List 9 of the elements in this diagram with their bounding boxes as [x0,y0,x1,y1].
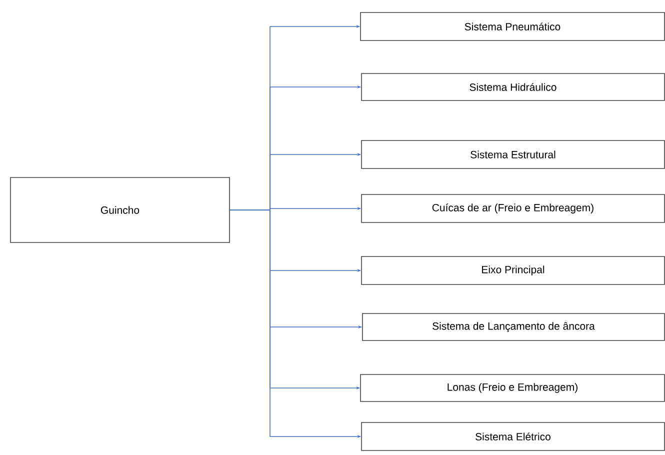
root-box: Guincho [10,177,230,243]
component-box: Eixo Principal [361,256,665,285]
component-box: Sistema Elétrico [361,422,665,451]
component-box: Sistema Pneumático [360,12,665,41]
component-box: Sistema Estrutural [361,140,665,169]
component-box: Cuícas de ar (Freio e Embreagem) [361,194,665,223]
component-box: Sistema de Lançamento de âncora [362,313,665,341]
component-box: Lonas (Freio e Embreagem) [360,374,665,402]
component-box: Sistema Hidráulico [361,73,665,101]
